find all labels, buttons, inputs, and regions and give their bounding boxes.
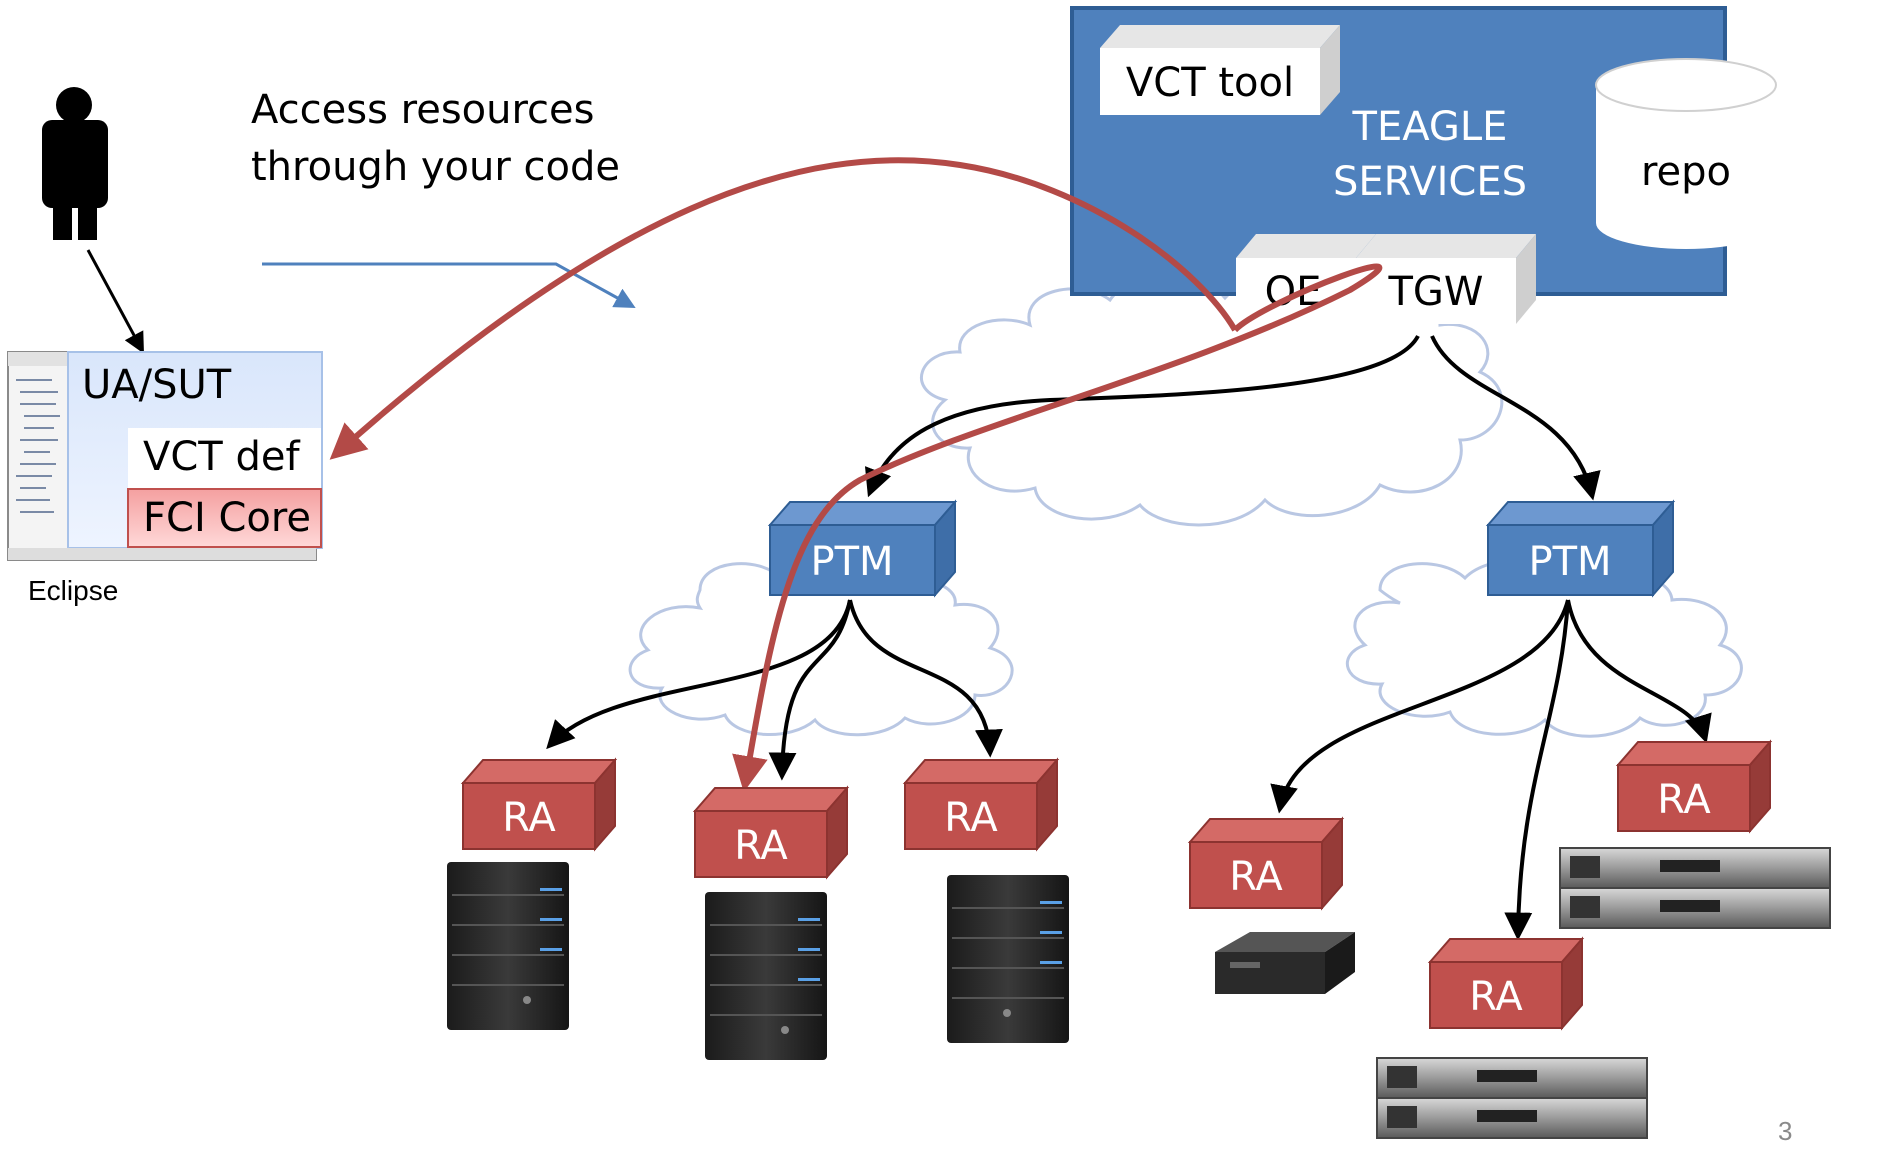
vct-def-box: VCT def: [128, 428, 321, 488]
teagle-services-label-2: SERVICES: [1333, 159, 1527, 205]
svg-text:RA: RA: [1229, 854, 1283, 900]
access-path-arrow: [329, 157, 1238, 460]
svg-text:RA: RA: [502, 795, 556, 841]
svg-text:PTM: PTM: [810, 539, 893, 585]
access-path-down: [732, 263, 1383, 793]
svg-text:PTM: PTM: [1528, 539, 1611, 585]
svg-text:RA: RA: [1657, 777, 1711, 823]
svg-text:RA: RA: [734, 823, 788, 869]
vct-tool-box: VCT tool: [1100, 25, 1340, 115]
ra-box-c: RA: [902, 757, 1060, 852]
svg-text:TGW: TGW: [1388, 269, 1484, 315]
svg-text:VCT def: VCT def: [143, 434, 300, 480]
svg-text:RA: RA: [944, 795, 998, 841]
svg-text:RA: RA: [1469, 974, 1523, 1020]
uasut-label: UA/SUT: [82, 362, 232, 408]
rack-server-icon-b: [1376, 1057, 1648, 1139]
fci-core-box: FCI Core: [127, 488, 322, 548]
ra-box-f: RA: [1427, 936, 1585, 1031]
tgw-box: TGW: [1356, 234, 1536, 324]
annotation-arrow: [262, 262, 636, 309]
teagle-services-label: TEAGLE: [1352, 104, 1508, 150]
annotation-line-2: through your code: [251, 144, 620, 190]
svg-text:repo: repo: [1641, 149, 1731, 195]
tower-server-icon-b: [705, 892, 827, 1060]
page-number: 3: [1778, 1116, 1792, 1146]
ra-box-a: RA: [460, 757, 618, 852]
eclipse-caption: Eclipse: [28, 575, 118, 606]
tower-server-icon-c: [947, 875, 1069, 1043]
ra-box-d: RA: [1187, 816, 1345, 911]
user-to-client-arrow: [86, 249, 144, 354]
appliance-server-icon: [1215, 932, 1355, 994]
ptm-left-box: PTM: [767, 499, 958, 598]
rack-server-icon-a: [1559, 847, 1831, 929]
svg-text:VCT tool: VCT tool: [1126, 60, 1294, 106]
annotation-line-1: Access resources: [251, 87, 595, 133]
ptm-right-box: PTM: [1485, 499, 1676, 598]
ra-box-b: RA: [692, 785, 850, 880]
tower-server-icon-a: [447, 862, 569, 1030]
user-person-icon: [42, 87, 108, 240]
svg-text:FCI Core: FCI Core: [143, 495, 311, 541]
repo-database: repo: [1595, 58, 1777, 249]
ra-box-e: RA: [1615, 739, 1773, 834]
